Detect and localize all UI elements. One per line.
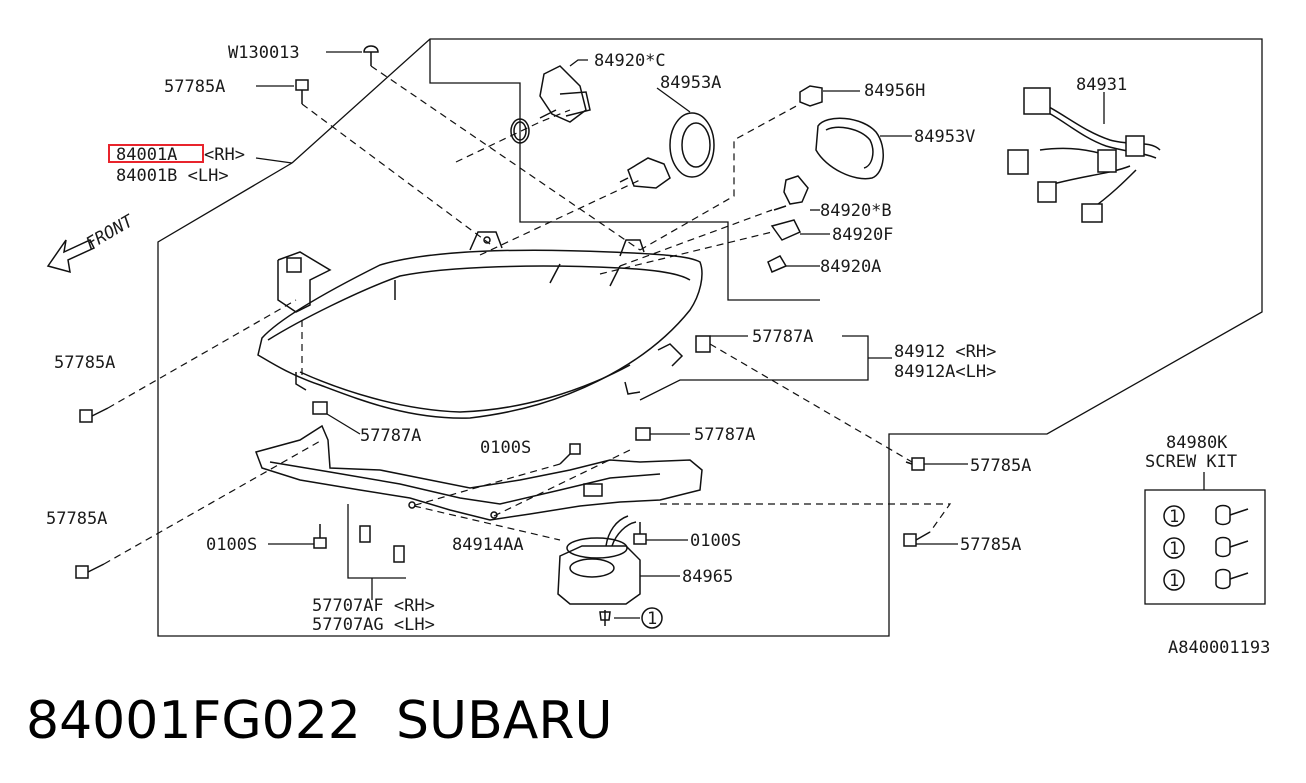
label-84001b: 84001B <LH>: [116, 166, 229, 186]
label-84953v: 84953V: [914, 127, 975, 147]
label-84931: 84931: [1076, 75, 1127, 95]
label-57787a-right: 57787A: [752, 327, 813, 347]
label-84920a: 84920A: [820, 257, 881, 277]
label-57785a-top: 57785A: [164, 77, 225, 97]
label-57785a-lowleft: 57785A: [46, 509, 107, 529]
highlight-box: [108, 144, 204, 163]
screw-kit-item-number: 1: [1169, 539, 1179, 559]
label-0100s-right: 0100S: [690, 531, 741, 551]
label-57707ag: 57707AG <LH>: [312, 615, 435, 635]
label-84912a: 84912A<LH>: [894, 362, 996, 382]
label-84920c: 84920*C: [594, 51, 666, 71]
label-84953a: 84953A: [660, 73, 721, 93]
front-arrow-icon: FRONT: [46, 211, 139, 274]
label-84001a-side: <RH>: [204, 145, 245, 165]
screw-kit-panel: 84980K SCREW KIT 1 1 1: [1144, 433, 1266, 605]
label-w130013: W130013: [228, 43, 300, 63]
ref-circle-number: 1: [647, 609, 657, 629]
label-84914aa: 84914AA: [452, 535, 524, 555]
screw-kit-item: 1: [1163, 536, 1249, 559]
lower-bracket: [255, 424, 703, 521]
screw-kit-box: [1144, 489, 1266, 605]
label-0100s-mid: 0100S: [480, 438, 531, 458]
label-0100s-left: 0100S: [206, 535, 257, 555]
label-57787a-mid: 57787A: [360, 426, 421, 446]
callout-labels: W130013 57785A 84001A <RH> 84001B <LH> 8…: [46, 43, 1127, 635]
bulb-parts: [510, 65, 1161, 273]
ref-circle: [641, 607, 663, 629]
label-84920f: 84920F: [832, 225, 893, 245]
front-label: FRONT: [83, 211, 139, 255]
label-57787a-low: 57787A: [694, 425, 755, 445]
diagram-frame: [157, 38, 1263, 637]
caption-brand: SUBARU: [396, 691, 613, 751]
reference-code: A840001193: [1168, 638, 1270, 658]
caption-part-number: 84001FG022: [26, 691, 361, 751]
label-84965: 84965: [682, 567, 733, 587]
screw-kit-title: SCREW KIT: [1145, 452, 1237, 472]
screw-kit-item-number: 1: [1169, 571, 1179, 591]
screw-kit-part-number: 84980K: [1166, 433, 1228, 453]
label-84956h: 84956H: [864, 81, 925, 101]
label-57785a-left: 57785A: [54, 353, 115, 373]
label-57707af: 57707AF <RH>: [312, 596, 435, 616]
label-57785a-lowright: 57785A: [960, 535, 1021, 555]
label-57785a-right: 57785A: [970, 456, 1031, 476]
screw-kit-item-number: 1: [1169, 507, 1179, 527]
ballast-unit: [557, 515, 641, 626]
screw-kit-item: 1: [1163, 568, 1249, 591]
label-84920b: 84920*B: [820, 201, 892, 221]
label-84912: 84912 <RH>: [894, 342, 996, 362]
headlamp-assembly: [257, 231, 703, 419]
alignment-lines: [103, 65, 952, 565]
leader-lines: [255, 51, 1205, 619]
label-84001a: 84001A: [116, 145, 177, 165]
screw-kit-item: 1: [1163, 504, 1249, 527]
